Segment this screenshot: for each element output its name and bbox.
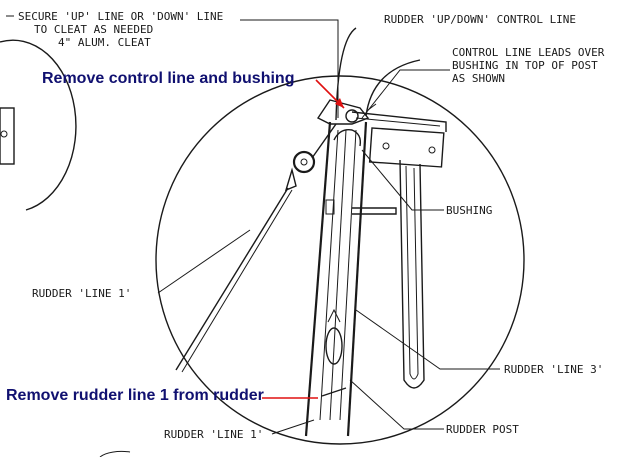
label-control-leads-3: AS SHOWN — [452, 72, 505, 85]
rudder-line-3-inner — [405, 165, 419, 380]
leader-rudder-post — [349, 379, 444, 430]
label-control-leads-1: CONTROL LINE LEADS OVER — [452, 46, 605, 59]
bracket-arm-inner — [355, 117, 441, 127]
label-secure-1: SECURE 'UP' LINE OR 'DOWN' LINE — [18, 10, 223, 23]
rudder-line-1-rope-b — [181, 189, 293, 373]
label-control-leads-2: BUSHING IN TOP OF POST — [452, 59, 598, 72]
post-clamp — [321, 387, 347, 397]
rudder-line-inner-b — [329, 129, 347, 421]
bushing-pin — [352, 207, 397, 215]
rudder-line-3-loop — [399, 159, 425, 389]
left-detail-circle — [0, 39, 77, 211]
pulley-line-to-post — [311, 123, 337, 159]
leader-rudder-line-1 — [157, 229, 251, 294]
leader-rudder-line-1-bottom — [271, 419, 315, 435]
pulley-axle — [300, 158, 308, 166]
bracket-arm — [351, 111, 447, 132]
lower-pulley — [325, 327, 343, 365]
control-line-leads — [365, 59, 421, 117]
label-rudder-line-3: RUDDER 'LINE 3' — [504, 363, 603, 376]
label-rudder-post: RUDDER POST — [446, 423, 519, 436]
leader-control-leads — [361, 69, 450, 119]
leader-bushing — [361, 149, 444, 211]
red-arrowhead-control-line — [335, 98, 344, 108]
cleat-plate — [0, 107, 15, 165]
label-secure-3: 4" ALUM. CLEAT — [58, 36, 151, 49]
rudder-line-inner-a — [319, 129, 339, 421]
bushing-bolt-2 — [382, 142, 390, 150]
label-rudder-line-1-bottom: RUDDER 'LINE 1' — [164, 428, 263, 441]
pulley-shackle — [284, 167, 297, 192]
bushing-block — [368, 127, 445, 168]
pulley-wheel — [292, 150, 316, 174]
label-secure-2: TO CLEAT AS NEEDED — [34, 23, 153, 36]
label-rudder-line-1: RUDDER 'LINE 1' — [32, 287, 131, 300]
detail-circle — [155, 75, 525, 445]
rudder-line-1-rope-a — [175, 187, 289, 371]
control-line-loop — [333, 129, 362, 147]
note-remove-control-line: Remove control line and bushing — [42, 70, 294, 87]
bottom-arc — [99, 450, 131, 457]
leader-rudder-line-3 — [355, 309, 500, 370]
cleat-bolt — [0, 130, 8, 138]
top-bracket — [316, 99, 370, 125]
bushing-bolt — [428, 146, 436, 154]
post-fitting — [325, 199, 335, 215]
label-rudder-control-line: RUDDER 'UP/DOWN' CONTROL LINE — [384, 13, 576, 26]
leader-control-line — [240, 19, 339, 118]
lower-pulley-hook — [327, 308, 341, 323]
label-bushing: BUSHING — [446, 204, 492, 217]
bushing-ring — [345, 109, 359, 123]
rudder-line-inner-c — [339, 129, 357, 421]
rudder-post-right-edge — [346, 121, 368, 437]
rudder-post-left-edge — [304, 121, 332, 437]
note-remove-rudder-line: Remove rudder line 1 from rudder — [6, 387, 264, 404]
